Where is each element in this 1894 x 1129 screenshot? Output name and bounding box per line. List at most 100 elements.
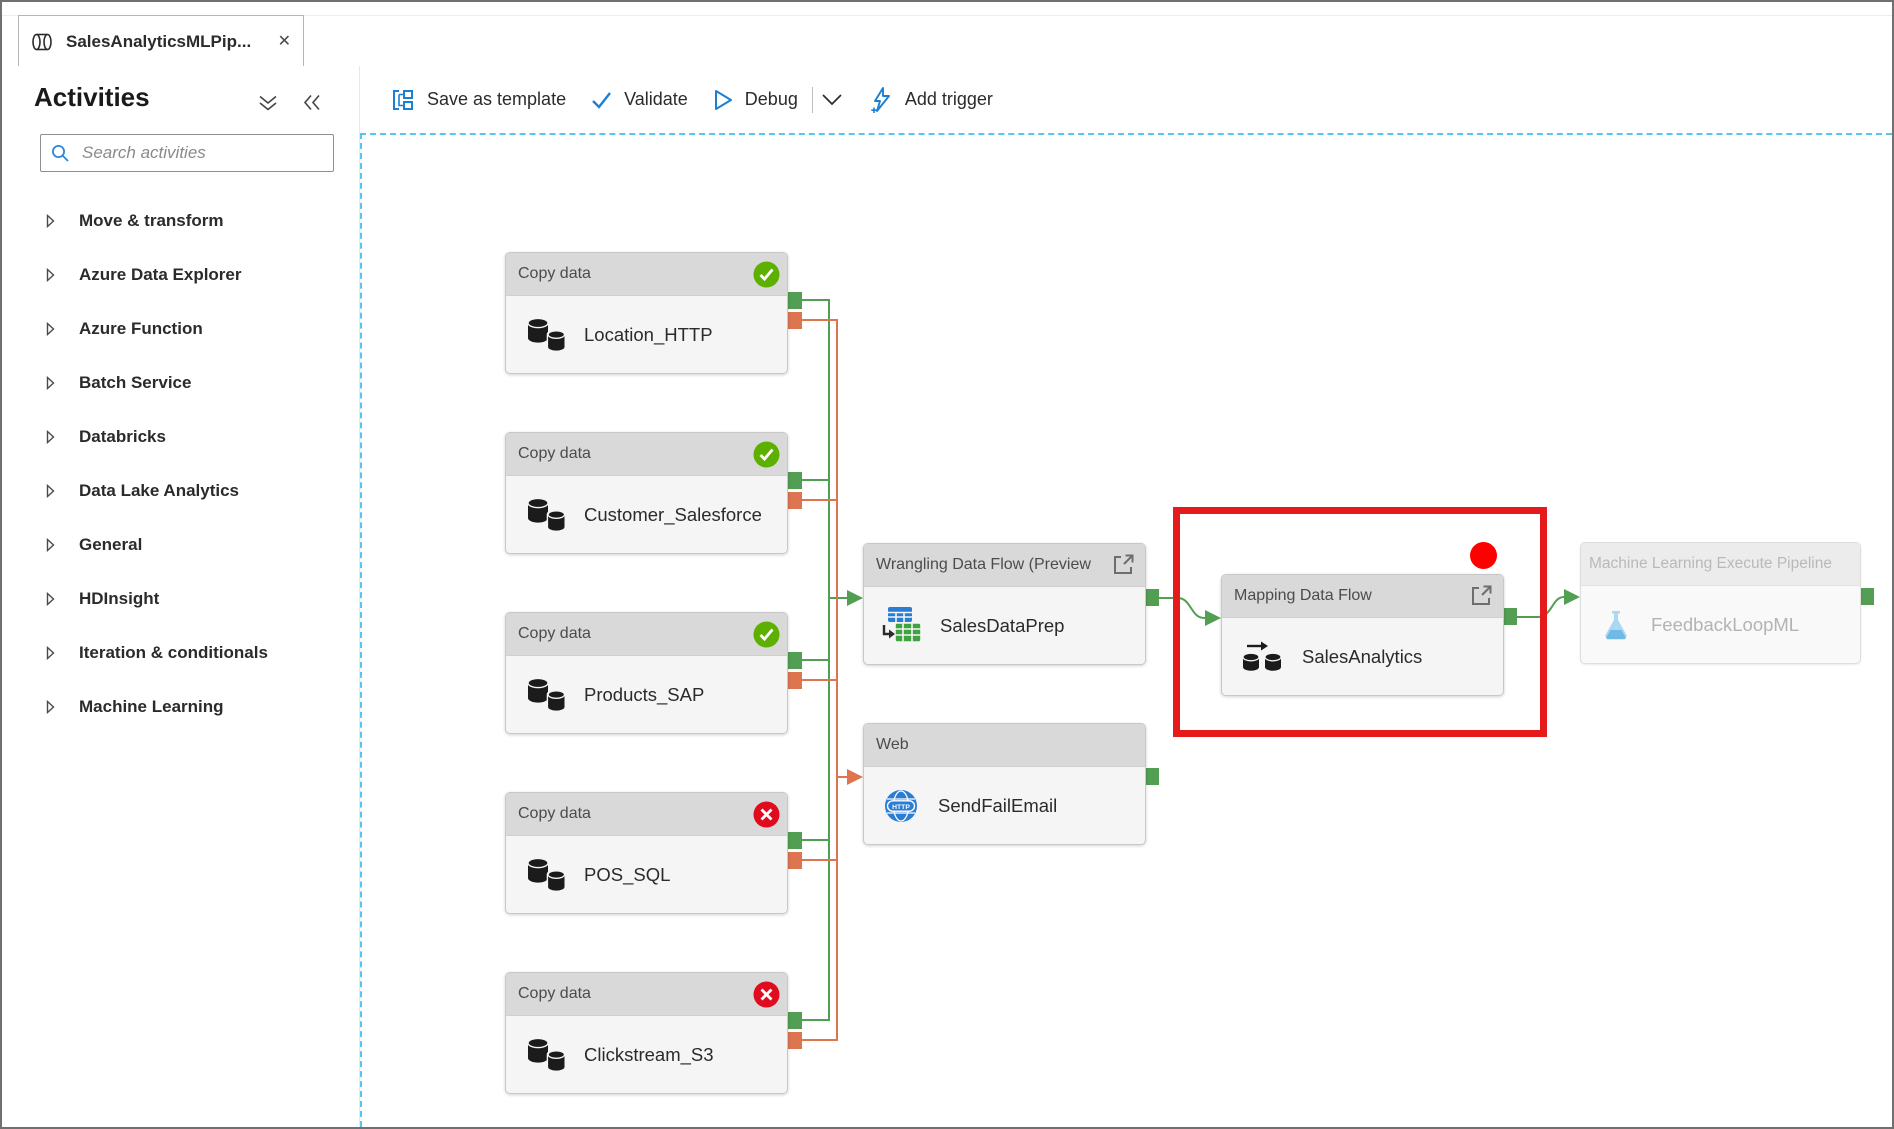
activity-node-sendfailemail[interactable]: Web HTTP SendFailEmail	[863, 723, 1146, 845]
node-type-label: Copy data	[518, 445, 591, 462]
activity-node-clickstream-s3[interactable]: Copy data Clickstream_S3	[505, 972, 788, 1094]
sidebar-item-label: Azure Data Explorer	[79, 265, 242, 284]
error-badge-icon	[753, 801, 780, 828]
mapping-data-flow-icon	[1239, 638, 1285, 676]
copy-data-icon	[523, 315, 567, 355]
copy-data-icon	[523, 1035, 567, 1075]
node-name-label: Customer_Salesforce	[584, 503, 762, 525]
sidebar-header-icons	[257, 94, 321, 111]
lightning-icon	[869, 86, 894, 114]
chevron-right-icon	[46, 484, 55, 498]
node-name-label: Location_HTTP	[584, 323, 713, 345]
pipeline-icon	[31, 32, 55, 52]
activity-node-salesanalytics[interactable]: Mapping Data Flow	[1221, 574, 1504, 696]
activity-node-customer-salesforce[interactable]: Copy data Customer_Salesforce	[505, 432, 788, 554]
add-trigger-label: Add trigger	[904, 89, 993, 109]
toolbar-divider	[811, 86, 813, 113]
activity-node-products-sap[interactable]: Copy data Products_SAP	[505, 612, 788, 734]
sidebar-item-label: Databricks	[79, 427, 166, 446]
chevron-right-icon	[46, 322, 55, 336]
node-type-label: Web	[876, 736, 909, 753]
check-icon	[590, 89, 613, 111]
node-name-label: SendFailEmail	[938, 794, 1058, 816]
save-as-template-label: Save as template	[427, 89, 567, 109]
http-icon-label: HTTP	[892, 804, 910, 811]
validate-button[interactable]: Validate	[590, 89, 688, 111]
chevron-right-icon	[46, 646, 55, 660]
validate-label: Validate	[624, 89, 688, 109]
tab-close-icon[interactable]: ✕	[277, 32, 291, 50]
open-in-new-icon[interactable]	[1110, 551, 1137, 578]
chevron-right-icon	[46, 214, 55, 228]
success-badge-icon	[753, 441, 780, 468]
sidebar-item-label: Data Lake Analytics	[79, 481, 239, 500]
web-http-icon: HTTP	[881, 786, 921, 826]
chevron-right-icon	[46, 592, 55, 606]
chevron-right-icon	[46, 268, 55, 282]
node-type-label: Copy data	[518, 805, 591, 822]
pipeline-toolbar: Save as template Validate Debug	[360, 66, 1892, 133]
sidebar-item-iteration-conditionals[interactable]: Iteration & conditionals	[2, 626, 359, 680]
success-badge-icon	[753, 261, 780, 288]
tab-row-divider	[2, 15, 1892, 16]
sidebar-item-hdinsight[interactable]: HDInsight	[2, 572, 359, 626]
sidebar-item-machine-learning[interactable]: Machine Learning	[2, 680, 359, 734]
node-type-label: Copy data	[518, 265, 591, 282]
copy-data-icon	[523, 495, 567, 535]
sidebar-item-label: Batch Service	[79, 373, 192, 392]
node-type-label: Copy data	[518, 985, 591, 1002]
tab-pipeline[interactable]: SalesAnalyticsMLPip... ✕	[18, 15, 304, 67]
node-name-label: Clickstream_S3	[584, 1043, 714, 1065]
collapse-all-icon[interactable]	[257, 95, 279, 111]
play-icon	[712, 88, 734, 112]
debug-options-chevron-icon[interactable]	[821, 93, 843, 106]
node-type-label: Wrangling Data Flow (Preview	[876, 556, 1091, 573]
chevron-right-icon	[46, 430, 55, 444]
chevron-right-icon	[46, 538, 55, 552]
sidebar-item-databricks[interactable]: Databricks	[2, 410, 359, 464]
node-name-label: Products_SAP	[584, 683, 705, 705]
sidebar-item-label: HDInsight	[79, 589, 160, 608]
copy-data-icon	[523, 855, 567, 895]
node-name-label: FeedbackLoopML	[1651, 613, 1800, 635]
activity-node-feedbackloopml[interactable]: Machine Learning Execute Pipeline Feedba…	[1580, 542, 1861, 664]
node-type-label: Mapping Data Flow	[1234, 587, 1372, 604]
chevron-right-icon	[46, 376, 55, 390]
template-icon	[390, 87, 416, 113]
search-box[interactable]	[40, 134, 334, 172]
sidebar-title: Activities	[34, 82, 150, 112]
sidebar-item-azure-function[interactable]: Azure Function	[2, 302, 359, 356]
sidebar-item-general[interactable]: General	[2, 518, 359, 572]
save-as-template-button[interactable]: Save as template	[390, 87, 566, 113]
node-name-label: POS_SQL	[584, 863, 671, 885]
node-name-label: SalesDataPrep	[940, 614, 1065, 636]
activity-node-salesdataprep[interactable]: Wrangling Data Flow (Preview Sal	[863, 543, 1146, 665]
activity-node-pos-sql[interactable]: Copy data POS_SQL	[505, 792, 788, 914]
open-in-new-icon[interactable]	[1468, 582, 1495, 609]
activity-node-location-http[interactable]: Copy data Location_HTTP	[505, 252, 788, 374]
node-type-label: Machine Learning Execute Pipeline	[1589, 555, 1832, 572]
search-input[interactable]	[80, 142, 323, 164]
sidebar-item-label: Azure Function	[79, 319, 203, 338]
sidebar-item-batch-service[interactable]: Batch Service	[2, 356, 359, 410]
sidebar-item-azure-data-explorer[interactable]: Azure Data Explorer	[2, 248, 359, 302]
sidebar-item-label: General	[79, 535, 143, 554]
sidebar-item-label: Move & transform	[79, 211, 224, 230]
debug-button[interactable]: Debug	[712, 88, 798, 112]
success-badge-icon	[753, 621, 780, 648]
sidebar-item-label: Machine Learning	[79, 697, 224, 716]
chevron-right-icon	[46, 700, 55, 714]
machine-learning-flask-icon	[1598, 607, 1634, 643]
sidebar-item-data-lake-analytics[interactable]: Data Lake Analytics	[2, 464, 359, 518]
sidebar-item-move-transform[interactable]: Move & transform	[2, 194, 359, 248]
error-badge-icon	[753, 981, 780, 1008]
sidebar-item-label: Iteration & conditionals	[79, 643, 268, 662]
node-type-label: Copy data	[518, 625, 591, 642]
tab-title: SalesAnalyticsMLPip...	[66, 31, 252, 51]
collapse-panel-icon[interactable]	[303, 94, 321, 111]
activities-sidebar: Activities Mov	[2, 66, 360, 1127]
tab-bar: SalesAnalyticsMLPip... ✕	[2, 2, 1892, 67]
add-trigger-button[interactable]: Add trigger	[869, 86, 993, 114]
node-name-label: SalesAnalytics	[1302, 645, 1423, 667]
